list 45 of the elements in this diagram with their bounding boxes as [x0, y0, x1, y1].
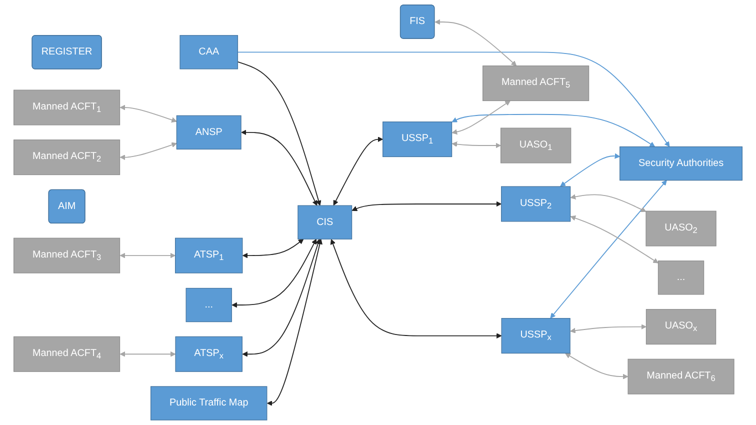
node-box: ... [658, 260, 704, 295]
node-box: USSP$_{2}$ [501, 186, 571, 222]
arrow [565, 353, 628, 380]
node-box: Manned ACFT$_{3}$ [14, 238, 120, 274]
node-box: USSP$_{x}$ [501, 318, 570, 354]
node-box: ... [186, 288, 232, 322]
arrow [570, 194, 646, 212]
arrow [570, 324, 646, 334]
arrow [237, 61, 322, 206]
node-box: ANSP [176, 115, 242, 150]
arrow [434, 19, 517, 66]
arrow [120, 351, 176, 357]
arrow [120, 104, 177, 123]
node-box: UASO$_{2}$ [646, 210, 716, 246]
node-box: ATSP$_{x}$ [175, 336, 242, 372]
node-box: UASO$_{x}$ [646, 309, 716, 345]
arrow [120, 142, 177, 160]
node-box: Security Authorities [620, 146, 742, 181]
arrow [241, 130, 318, 206]
node-box: CIS [298, 205, 352, 240]
node-box: Manned ACFT$_{2}$ [14, 140, 120, 176]
node-box: Manned ACFT$_{5}$ [482, 66, 590, 102]
arrow [120, 252, 176, 258]
node-box: Manned ACFT$_{4}$ [14, 336, 120, 372]
arrow [452, 114, 656, 147]
arrow [266, 238, 322, 406]
node-box: Public Traffic Map [150, 386, 268, 420]
arrow [452, 142, 502, 148]
node-box: CAA [180, 35, 238, 70]
node-box: UASO$_{1}$ [500, 128, 572, 164]
node-box: ATSP$_{1}$ [175, 238, 243, 274]
arrow [570, 216, 658, 264]
arrow [550, 180, 667, 318]
arrow [242, 238, 321, 357]
arrow [333, 136, 384, 206]
arrow [352, 201, 502, 212]
arrow [242, 238, 304, 258]
arrow [237, 52, 670, 147]
arrow [560, 153, 620, 187]
arrow [330, 239, 502, 339]
node-box: Manned ACFT$_{6}$ [628, 358, 734, 394]
node-box: USSP$_{1}$ [382, 122, 452, 158]
arrow [452, 100, 510, 135]
node-box: Manned ACFT$_{1}$ [14, 90, 120, 126]
arrow [232, 238, 316, 308]
